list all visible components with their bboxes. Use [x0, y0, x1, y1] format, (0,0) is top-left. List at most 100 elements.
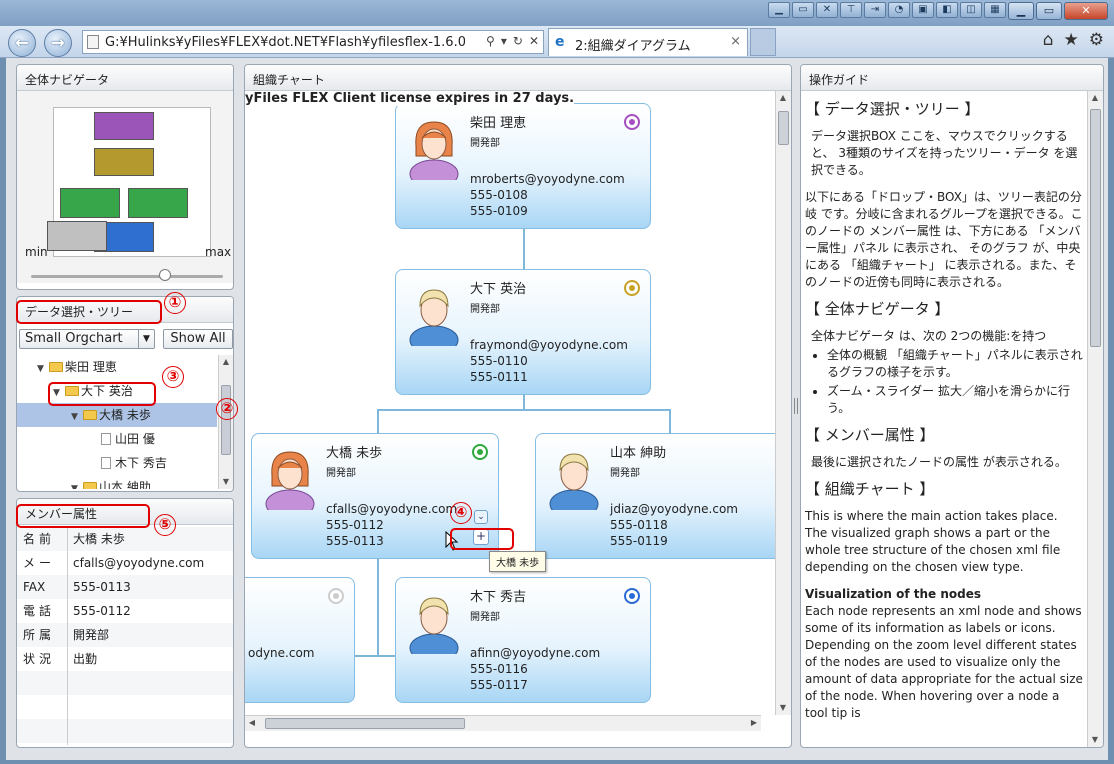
scroll-down-icon[interactable]: ▼ — [1091, 735, 1099, 744]
tree-scrollbar[interactable]: ▲ ▼ — [218, 355, 233, 489]
tool-icon-10[interactable]: ▦ — [984, 2, 1006, 18]
new-tab-button[interactable] — [750, 28, 776, 56]
folder-icon — [49, 362, 63, 372]
male-avatar-icon — [409, 597, 459, 654]
scroll-up-icon[interactable]: ▲ — [222, 357, 230, 366]
org-node[interactable]: 大下 英治 開発部 fraymond@yoyodyne.com 555-0110… — [395, 269, 651, 395]
org-node-partial[interactable]: odyne.com — [245, 577, 355, 703]
navigator-viewport[interactable] — [53, 107, 211, 257]
guide-paragraph: 以下にある「ドロップ・BOX」は、ツリー表記の分岐 です。分岐に含まれるグループ… — [805, 190, 1083, 289]
home-icon[interactable]: ⌂ — [1042, 30, 1054, 50]
scroll-right-icon[interactable]: ▶ — [750, 718, 758, 727]
scroll-up-icon[interactable]: ▲ — [1091, 93, 1099, 102]
close-window-button[interactable]: ✕ — [1064, 2, 1108, 20]
node-dept: 開発部 — [470, 138, 500, 149]
tool-icon-3[interactable]: ✕ — [816, 2, 838, 18]
expand-triangle-icon[interactable]: ▼ — [71, 412, 78, 422]
maximize-button[interactable]: ▭ — [1036, 2, 1062, 20]
navigator-overview[interactable]: min max — [17, 91, 233, 283]
expand-triangle-icon[interactable]: ▼ — [37, 364, 44, 374]
dropdown-icon[interactable]: ▾ — [500, 34, 507, 48]
status-indicator-icon — [624, 588, 640, 604]
property-row: 状況出勤 — [17, 647, 233, 671]
chart-vscroll-thumb[interactable] — [778, 111, 789, 145]
tree-item[interactable]: ▼柴田 理恵 — [17, 355, 217, 379]
tree-item[interactable]: ▼山本 紳助 — [17, 475, 217, 489]
edge — [669, 409, 671, 435]
combo-arrow-icon[interactable]: ▼ — [138, 330, 154, 348]
tree-item-label: 大下 英治 — [81, 384, 133, 398]
org-node-selected[interactable]: 大橋 未歩 開発部 cfalls@yoyodyne.com 555-0112 5… — [251, 433, 499, 559]
mini-node-6 — [47, 221, 107, 251]
tab-close-icon[interactable]: × — [730, 34, 741, 49]
stop-icon[interactable]: ✕ — [528, 34, 539, 48]
window-buttons: ▁ ▭ ✕ ⊤ ⇥ ◔ ▣ ◧ ◫ ▦ ▁ ▭ ✕ — [768, 2, 1108, 20]
tool-icon-7[interactable]: ▣ — [912, 2, 934, 18]
search-icon[interactable]: ⚲ — [486, 34, 495, 48]
show-all-button[interactable]: Show All — [163, 329, 233, 349]
tree-item[interactable]: 木下 秀吉 — [17, 451, 217, 475]
scroll-left-icon[interactable]: ◀ — [248, 718, 256, 727]
guide-scrollbar[interactable]: ▲ ▼ — [1087, 91, 1103, 747]
tool-icon-1[interactable]: ▁ — [768, 2, 790, 18]
mini-node-1 — [94, 112, 154, 140]
tool-icon-9[interactable]: ◫ — [960, 2, 982, 18]
tree-item-selected[interactable]: ▼大橋 未歩 — [17, 403, 217, 427]
node-phone: 555-0112 — [326, 518, 384, 532]
mini-node-2 — [94, 148, 154, 176]
refresh-icon[interactable]: ↻ — [512, 34, 523, 48]
zoom-min-label: min — [25, 245, 48, 259]
forward-button[interactable]: → — [44, 29, 72, 57]
address-bar[interactable]: G:¥Hulinks¥yFiles¥FLEX¥dot.NET¥Flash¥yfi… — [82, 30, 544, 54]
orgchart-panel: 組織チャート 柴田 理恵 開発部 mroberts@yoyodyne.com — [244, 64, 792, 748]
expand-triangle-icon[interactable]: ▼ — [53, 388, 60, 398]
tree-item[interactable]: 山田 優 — [17, 427, 217, 451]
tool-icon-8[interactable]: ◧ — [936, 2, 958, 18]
node-email: mroberts@yoyodyne.com — [470, 172, 625, 186]
male-avatar-icon — [549, 453, 599, 510]
back-button[interactable]: ← — [8, 29, 36, 57]
minimize-button[interactable]: ▁ — [1008, 2, 1034, 20]
property-row: メールcfalls@yoyodyne.com — [17, 551, 233, 594]
guide-section-title: 【 データ選択・ツリー 】 — [805, 100, 980, 118]
node-email: jdiaz@yoyodyne.com — [610, 502, 738, 516]
property-key: 電話 — [23, 604, 56, 618]
browser-tab[interactable]: e 2:組織ダイアグラム × — [548, 28, 748, 56]
org-node[interactable]: 柴田 理恵 開発部 mroberts@yoyodyne.com 555-0108… — [395, 103, 651, 229]
tool-icon-6[interactable]: ◔ — [888, 2, 910, 18]
zoom-slider-track[interactable] — [31, 275, 223, 278]
tree-scroll-thumb[interactable] — [221, 385, 231, 455]
collapse-chevron-icon[interactable]: ⌄ — [474, 510, 488, 524]
org-node[interactable]: 木下 秀吉 開発部 afinn@yoyodyne.com 555-0116 55… — [395, 577, 651, 703]
guide-scroll-thumb[interactable] — [1090, 109, 1101, 347]
scroll-down-icon[interactable]: ▼ — [222, 477, 230, 486]
org-node[interactable]: 山本 紳助 開発部 jdiaz@yoyodyne.com 555-0118 55… — [535, 433, 777, 559]
scroll-down-icon[interactable]: ▼ — [779, 703, 787, 712]
node-phone: 555-0116 — [470, 662, 528, 676]
node-fax: 555-0109 — [470, 204, 528, 218]
zoom-slider-thumb[interactable] — [159, 269, 172, 281]
orgchart-canvas[interactable]: 柴田 理恵 開発部 mroberts@yoyodyne.com 555-0108… — [245, 91, 777, 731]
scroll-up-icon[interactable]: ▲ — [779, 93, 787, 102]
property-row: 所属開発部 — [17, 623, 233, 647]
node-phone: 555-0110 — [470, 354, 528, 368]
splitter-handle[interactable] — [794, 398, 798, 414]
annotation-number-4: ④ — [450, 502, 472, 524]
tool-icon-5[interactable]: ⇥ — [864, 2, 886, 18]
tool-icon-2[interactable]: ▭ — [792, 2, 814, 18]
settings-gear-icon[interactable]: ⚙ — [1088, 30, 1104, 50]
address-url[interactable]: G:¥Hulinks¥yFiles¥FLEX¥dot.NET¥Flash¥yfi… — [105, 35, 465, 50]
node-dept: 開発部 — [326, 468, 356, 479]
tree-item[interactable]: ▼ 大下 英治 — [17, 379, 217, 403]
favorites-star-icon[interactable]: ★ — [1063, 30, 1079, 50]
data-size-combo[interactable]: Small Orgchart ▼ — [19, 329, 155, 349]
edge — [335, 655, 395, 657]
chart-hscroll-thumb[interactable] — [265, 718, 465, 729]
property-key: FAX — [23, 580, 46, 594]
expand-triangle-icon[interactable]: ▼ — [71, 484, 78, 489]
status-indicator-icon — [328, 588, 344, 604]
chart-horizontal-scrollbar[interactable]: ◀ ▶ — [245, 715, 761, 731]
chart-vertical-scrollbar[interactable]: ▲ ▼ — [775, 91, 791, 715]
tool-icon-4[interactable]: ⊤ — [840, 2, 862, 18]
